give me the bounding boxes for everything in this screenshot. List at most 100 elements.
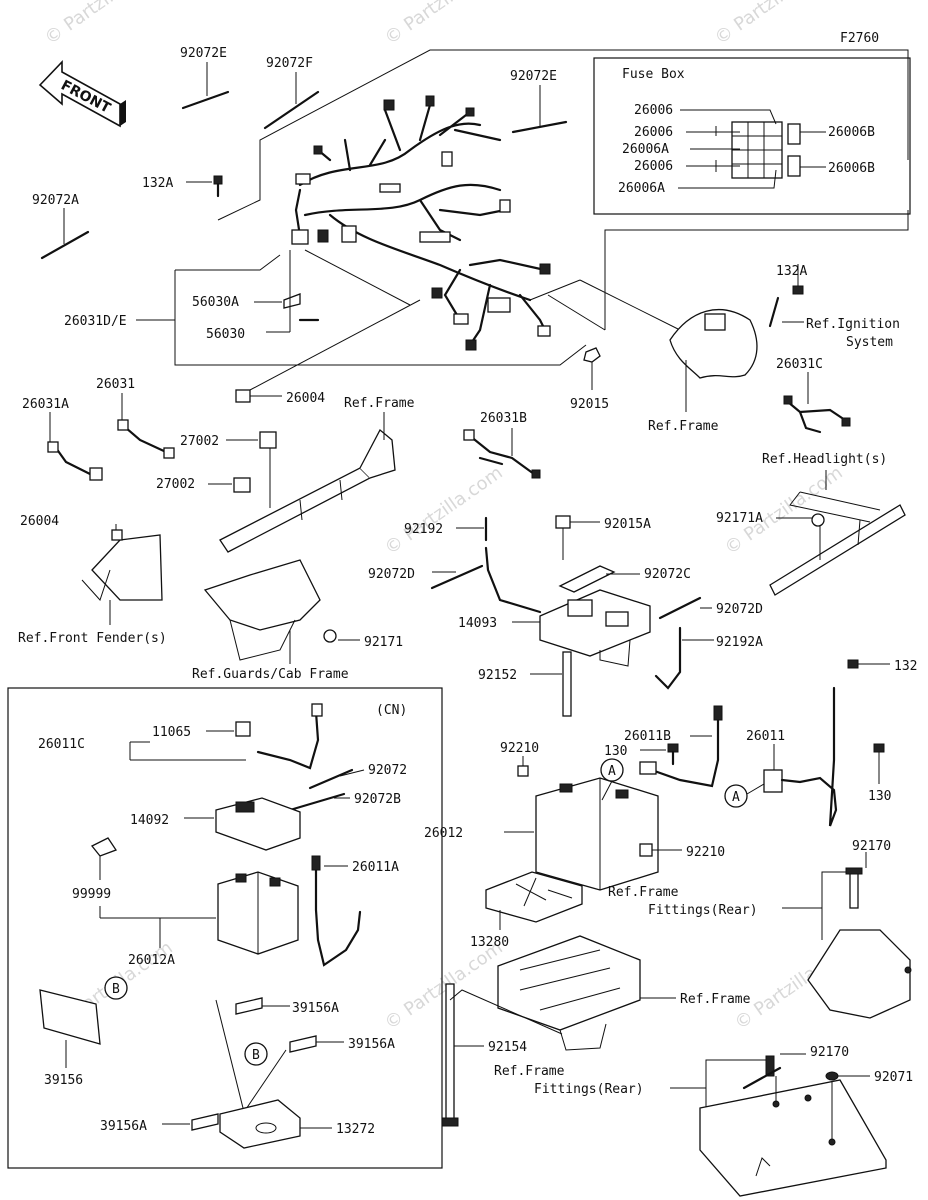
part-label: 26031 bbox=[96, 377, 135, 392]
bolt-130-mid bbox=[640, 743, 679, 766]
part-label: 130 bbox=[604, 744, 627, 759]
part-label: 92015 bbox=[570, 397, 609, 412]
part-label: 13280 bbox=[470, 935, 509, 950]
part-label: 92071 bbox=[874, 1070, 913, 1085]
figure-code: F2760 bbox=[840, 31, 879, 46]
battery-26012 bbox=[504, 777, 659, 891]
pin-92170-upper bbox=[845, 852, 867, 909]
part-label: 39156A bbox=[100, 1119, 147, 1134]
reference-label: Ref.Frame bbox=[680, 992, 751, 1007]
cap-11065 bbox=[206, 721, 251, 737]
bolt-132a bbox=[186, 175, 223, 198]
bolt-130-right bbox=[873, 743, 885, 784]
cable-tie-92072 bbox=[308, 768, 365, 790]
part-label: 11065 bbox=[152, 725, 191, 740]
part-label: 132 bbox=[894, 659, 917, 674]
part-label: 92072F bbox=[266, 56, 313, 71]
callout-b-left: B bbox=[104, 976, 128, 1000]
part-label: 92192A bbox=[716, 635, 763, 650]
label-99999 bbox=[90, 837, 117, 880]
reference-label: Ref.Frame bbox=[494, 1064, 565, 1079]
part-label: 92154 bbox=[488, 1040, 527, 1055]
callout-a-center: A bbox=[600, 758, 624, 801]
fuse-26006b-upper bbox=[787, 123, 801, 145]
fuse-box-title: Fuse Box bbox=[622, 67, 685, 82]
cable-tie-92072e-left bbox=[181, 62, 230, 110]
frame-bracket-top bbox=[669, 308, 758, 412]
part-label: 39156A bbox=[348, 1037, 395, 1052]
nut-92015 bbox=[583, 347, 601, 390]
part-label: 14093 bbox=[458, 616, 497, 631]
part-label: 26004 bbox=[20, 514, 59, 529]
part-label: 39156 bbox=[44, 1073, 83, 1088]
callout-letter: A bbox=[608, 764, 616, 779]
connector-26004 bbox=[235, 299, 421, 403]
nut-92210-left bbox=[517, 756, 529, 777]
battery-holder-14093 bbox=[512, 589, 651, 667]
battery-tray-13272 bbox=[219, 1099, 332, 1149]
part-label: 13272 bbox=[336, 1122, 375, 1137]
fuse-label: 26006 bbox=[634, 125, 673, 140]
battery-26012a bbox=[99, 871, 299, 955]
callout-letter: B bbox=[252, 1048, 260, 1063]
part-label: 14092 bbox=[130, 813, 169, 828]
hose-92192a bbox=[654, 626, 714, 690]
callout-letter: A bbox=[732, 790, 740, 805]
bolt-132 bbox=[847, 659, 890, 669]
battery-pad-13280 bbox=[485, 871, 583, 930]
cable-tie-92072f bbox=[263, 72, 320, 130]
part-label: 26011C bbox=[38, 737, 85, 752]
reference-label: Ref.Frame bbox=[648, 419, 719, 434]
sub-harness-26031a bbox=[47, 412, 103, 481]
front-fender-bracket bbox=[81, 524, 163, 625]
part-label: 26004 bbox=[286, 391, 325, 406]
reference-label: Ref.Ignition bbox=[806, 317, 900, 332]
fuse-label: 26006B bbox=[828, 161, 875, 176]
part-label: 92072E bbox=[510, 69, 557, 84]
part-label: 92072B bbox=[354, 792, 401, 807]
part-label: 39156A bbox=[292, 1001, 339, 1016]
cable-clip-56030 bbox=[254, 250, 320, 333]
sub-harness-26031 bbox=[117, 393, 175, 459]
part-label: 26031C bbox=[776, 357, 823, 372]
part-label: 26011A bbox=[352, 860, 399, 875]
cable-tie-92072b bbox=[288, 792, 350, 812]
part-label: 92072C bbox=[644, 567, 691, 582]
watermark: © Partzilla.com bbox=[381, 0, 507, 49]
reference-label: Ref.Headlight(s) bbox=[762, 452, 887, 467]
battery-cable-26011b bbox=[639, 705, 723, 788]
part-label: 26031B bbox=[480, 411, 527, 426]
cable-tie-92072a bbox=[40, 208, 90, 260]
rear-fittings-upper bbox=[782, 871, 912, 1019]
reference-label: Ref.Frame bbox=[608, 885, 679, 900]
reference-label: Fittings(Rear) bbox=[534, 1082, 644, 1097]
bolt-92154 bbox=[441, 983, 563, 1127]
fuse-26006b-lower bbox=[787, 155, 801, 177]
part-label: 92192 bbox=[404, 522, 443, 537]
part-label: 26011B bbox=[624, 729, 671, 744]
nut-92015a bbox=[555, 515, 600, 560]
relay-27002 bbox=[208, 431, 277, 508]
battery-holder-14092 bbox=[184, 797, 301, 851]
battery-cable-26011 bbox=[763, 686, 838, 827]
cap-92071 bbox=[825, 1071, 870, 1081]
part-label: 26012A bbox=[128, 953, 175, 968]
part-label: 56030 bbox=[206, 327, 245, 342]
part-label: 92171A bbox=[716, 511, 763, 526]
main-wiring-harness bbox=[291, 95, 551, 351]
label-39156a-right bbox=[289, 1035, 344, 1053]
part-label: 27002 bbox=[180, 434, 219, 449]
section-cn-box: (CN) bbox=[7, 687, 443, 1169]
watermark: © Partzilla.com bbox=[711, 0, 837, 49]
callout-letter: B bbox=[112, 982, 120, 997]
part-label: 132A bbox=[776, 264, 807, 279]
lower-frame bbox=[497, 935, 676, 1051]
cable-tie-92072e-right bbox=[511, 85, 568, 134]
part-label: 92072D bbox=[716, 602, 763, 617]
reference-label: Ref.Front Fender(s) bbox=[18, 631, 167, 646]
sub-harness-26031c bbox=[783, 372, 851, 434]
plate-92072c bbox=[558, 565, 640, 593]
watermark: © Partzilla.com bbox=[381, 462, 507, 559]
part-label: 130 bbox=[868, 789, 891, 804]
